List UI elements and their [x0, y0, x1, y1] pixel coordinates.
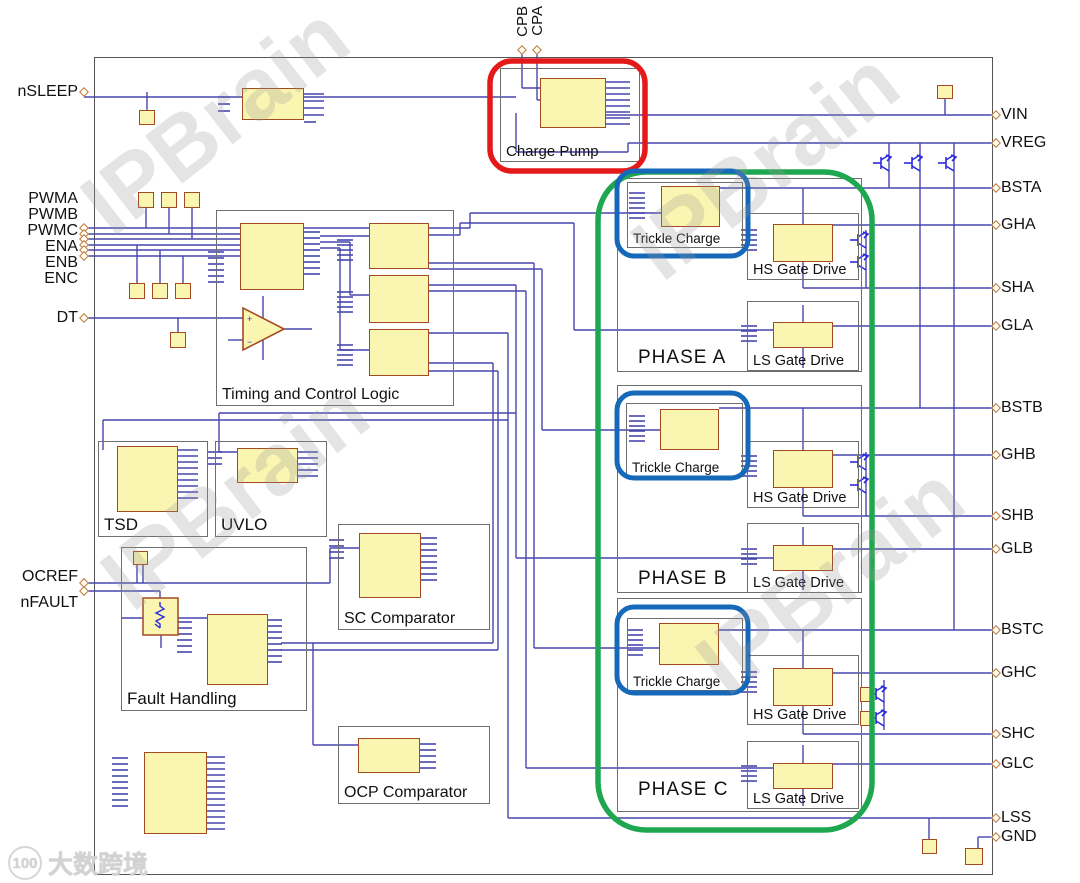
timing-box-label: Timing and Control Logic	[222, 386, 400, 403]
pin-label-GLA: GLA	[1001, 317, 1034, 334]
passive-component	[129, 283, 145, 299]
pin-label-ENA: ENA	[45, 238, 78, 255]
hs-b-ic	[773, 450, 833, 488]
passive-component	[937, 85, 953, 99]
pin-label-BSTC: BSTC	[1001, 621, 1044, 638]
timing-main-ic	[240, 223, 304, 290]
tsd-ic	[117, 446, 178, 512]
ls-c-ic	[773, 763, 833, 789]
timing-box: Timing and Control Logic	[216, 210, 454, 406]
pin-label-GHA: GHA	[1001, 216, 1036, 233]
pin-label-PWMC: PWMC	[27, 222, 78, 239]
pin-label-SHB: SHB	[1001, 507, 1034, 524]
pin-label-GLB: GLB	[1001, 540, 1034, 557]
passive-component	[139, 110, 155, 125]
passive-component	[922, 839, 937, 854]
pin-label-ENB: ENB	[45, 254, 78, 271]
fault-box-label: Fault Handling	[127, 689, 237, 708]
ocp-comparator-ic	[358, 738, 420, 773]
uvlo-box-label: UVLO	[221, 515, 268, 534]
uvlo-box: UVLO	[215, 441, 327, 537]
hs-a-ic	[773, 224, 833, 262]
ocp-comparator-box: OCP Comparator	[338, 726, 490, 804]
passive-component	[860, 687, 873, 702]
ls-b-ic	[773, 545, 833, 571]
pin-label-GHC: GHC	[1001, 664, 1037, 681]
passive-component	[965, 848, 983, 865]
pin-label-nFAULT: nFAULT	[20, 594, 79, 611]
pin-label-GHB: GHB	[1001, 446, 1036, 463]
tsd-box-label: TSD	[104, 515, 138, 534]
trickle-b-ic	[660, 409, 719, 450]
uvlo-ic	[237, 448, 298, 483]
passive-component	[138, 192, 154, 208]
sc-comparator-ic	[359, 533, 421, 598]
input-buffer-ic	[242, 88, 304, 120]
pin-label-BSTB: BSTB	[1001, 399, 1043, 416]
timing-sub2-ic	[369, 275, 429, 323]
pin-label-SHA: SHA	[1001, 279, 1034, 296]
ls-a-ic	[773, 322, 833, 348]
sc-comparator-box-label: SC Comparator	[344, 610, 456, 627]
passive-component	[860, 711, 873, 726]
pin-label-SHC: SHC	[1001, 725, 1035, 742]
tsd-box: TSD	[98, 441, 208, 537]
trickle-c-ic	[659, 623, 719, 665]
pin-label-VIN: VIN	[1001, 106, 1028, 123]
pin-label-GND: GND	[1001, 828, 1037, 845]
fault-ic	[207, 614, 268, 685]
passive-component	[161, 192, 177, 208]
pin-label-OCREF: OCREF	[22, 568, 78, 585]
pin-label-BSTA: BSTA	[1001, 179, 1042, 196]
pin-label-nSLEEP: nSLEEP	[17, 83, 78, 100]
charge-pump-ic	[540, 78, 606, 128]
passive-component	[170, 332, 186, 348]
pin-label-ENC: ENC	[44, 270, 78, 287]
fault-box: Fault Handling	[121, 547, 307, 711]
ocp-comparator-box-label: OCP Comparator	[344, 784, 468, 801]
passive-component	[184, 192, 200, 208]
chip-outline	[94, 57, 993, 875]
spare-ic	[144, 752, 207, 834]
passive-component	[152, 283, 168, 299]
pin-label-VREG: VREG	[1001, 134, 1047, 151]
sc-comparator-box: SC Comparator	[338, 524, 490, 630]
pin-label-PWMB: PWMB	[28, 206, 78, 223]
timing-sub1-ic	[369, 223, 429, 269]
pin-label-GLC: GLC	[1001, 755, 1034, 772]
pin-label-LSS: LSS	[1001, 809, 1032, 826]
timing-sub3-ic	[369, 329, 429, 376]
pin-label-PWMA: PWMA	[28, 190, 78, 207]
hs-c-ic	[773, 668, 833, 706]
trickle-a-ic	[661, 186, 720, 227]
passive-component	[175, 283, 191, 299]
passive-component	[133, 551, 148, 565]
pin-label-DT: DT	[56, 309, 78, 326]
